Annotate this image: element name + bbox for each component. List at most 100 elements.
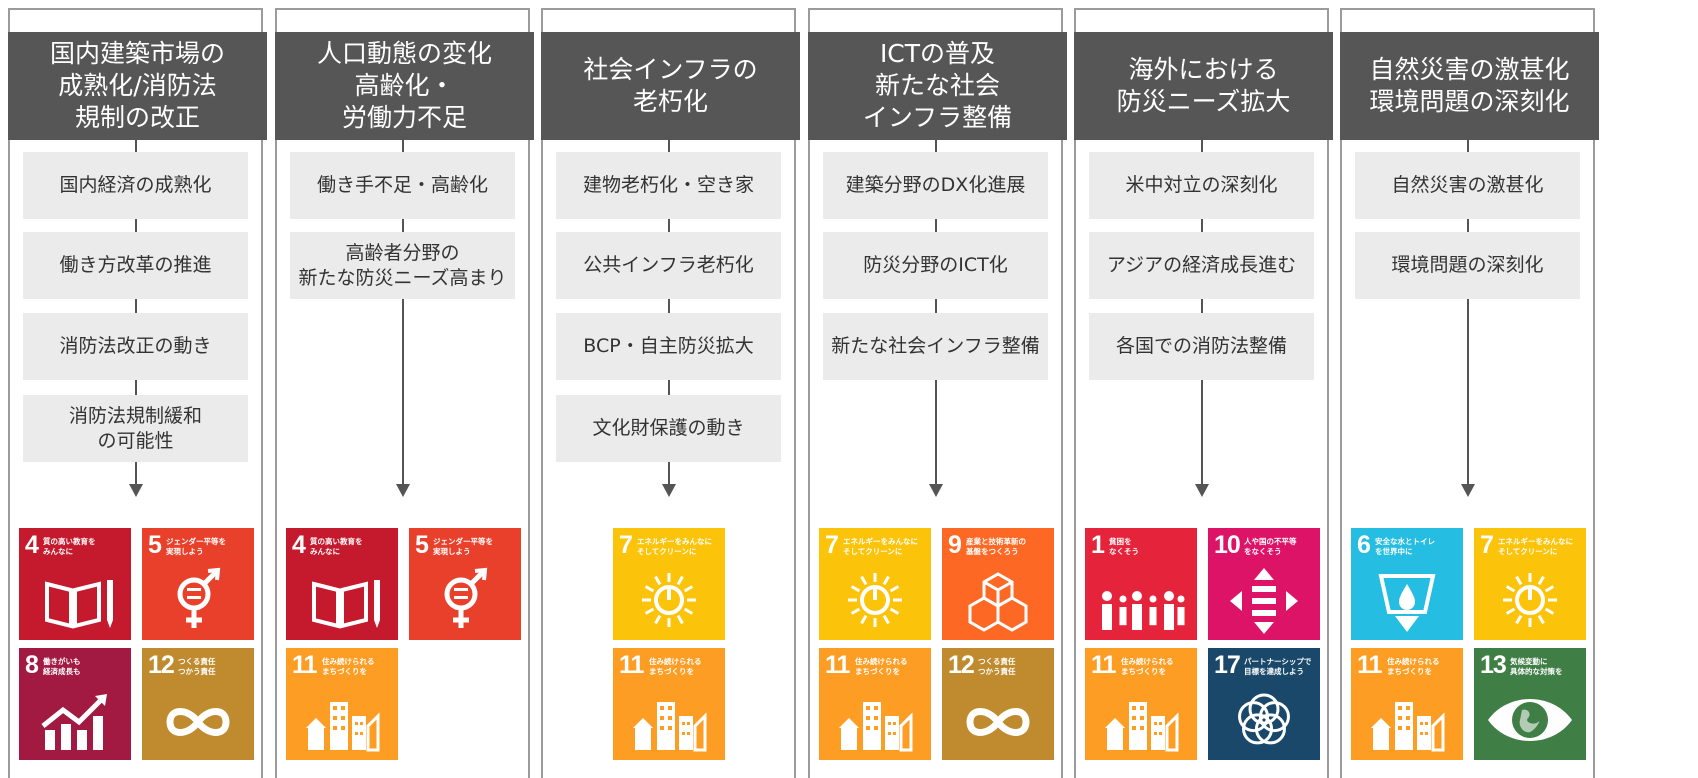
sdg-title: エネルギーをみんなに そしてクリーンに — [843, 537, 918, 556]
sdg-title: 気候変動に 具体的な対策を — [1510, 657, 1563, 676]
sdg-title: つくる責任 つかう責任 — [978, 657, 1016, 676]
sdg-title: 住み続けられる まちづくりを — [1387, 657, 1440, 676]
trend-column: ICTの普及 新たな社会 インフラ整備建築分野のDX化進展防災分野のICT化新た… — [808, 8, 1067, 778]
sdg-number: 11 — [619, 651, 644, 679]
column-header: 人口動態の変化 高齢化・ 労働力不足 — [275, 32, 534, 140]
sdg-number: 6 — [1357, 531, 1371, 559]
arrow-down-icon — [929, 484, 943, 497]
trend-item: 消防法改正の動き — [23, 313, 248, 380]
trend-item: 自然災害の激甚化 — [1355, 152, 1580, 219]
sdg-title: パートナーシップで 目標を達成しよう — [1244, 657, 1312, 676]
trend-item: 国内経済の成熟化 — [23, 152, 248, 219]
arrow-down-icon — [396, 484, 410, 497]
trend-column: 国内建築市場の 成熟化/消防法 規制の改正国内経済の成熟化働き方改革の推進消防法… — [8, 8, 267, 778]
connector-line — [402, 140, 404, 484]
sdg-number: 11 — [825, 651, 850, 679]
column-header: 国内建築市場の 成熟化/消防法 規制の改正 — [8, 32, 267, 140]
sdg-title: ジェンダー平等を 実現しよう — [166, 537, 226, 556]
sdg-number: 10 — [1214, 531, 1241, 559]
trend-item: 各国での消防法整備 — [1089, 313, 1314, 380]
trend-item: 公共インフラ老朽化 — [556, 232, 781, 299]
trend-item: 働き手不足・高齢化 — [290, 152, 515, 219]
arrow-down-icon — [1195, 484, 1209, 497]
sdg-title: 住み続けられる まちづくりを — [855, 657, 908, 676]
sdg-number: 4 — [25, 531, 39, 559]
arrow-down-icon — [662, 484, 676, 497]
trend-item: アジアの経済成長進む — [1089, 232, 1314, 299]
sdg-title: エネルギーをみんなに そしてクリーンに — [637, 537, 712, 556]
sdg-title: エネルギーをみんなに そしてクリーンに — [1498, 537, 1573, 556]
trend-item: 建築分野のDX化進展 — [823, 152, 1048, 219]
sdg-number: 5 — [148, 531, 162, 559]
column-header: 海外における 防災ニーズ拡大 — [1074, 32, 1333, 140]
sdg-title: 産業と技術革新の 基盤をつくろう — [966, 537, 1026, 556]
trend-column: 人口動態の変化 高齢化・ 労働力不足働き手不足・高齢化高齢者分野の 新たな防災ニ… — [275, 8, 534, 778]
trend-item: 働き方改革の推進 — [23, 232, 248, 299]
sdg-number: 17 — [1214, 651, 1241, 679]
trend-item: 環境問題の深刻化 — [1355, 232, 1580, 299]
sdg-title: 人や国の不平等 をなくそう — [1244, 537, 1297, 556]
trend-item: 建物老朽化・空き家 — [556, 152, 781, 219]
sdg-number: 8 — [25, 651, 39, 679]
sdg-goal-11-tile: 11 住み続けられる まちづくりを — [613, 648, 725, 760]
trend-item: 新たな社会インフラ整備 — [823, 313, 1048, 380]
sdg-number: 7 — [825, 531, 839, 559]
sdg-title: 安全な水とトイレ を世界中に — [1375, 537, 1435, 556]
trend-item: 高齢者分野の 新たな防災ニーズ高まり — [290, 232, 515, 299]
trend-item: 米中対立の深刻化 — [1089, 152, 1314, 219]
sdg-title: 住み続けられる まちづくりを — [322, 657, 375, 676]
sdg-title: 質の高い教育を みんなに — [310, 537, 363, 556]
column-header: 自然災害の激甚化 環境問題の深刻化 — [1340, 32, 1599, 140]
trend-item: 消防法規制緩和 の可能性 — [23, 395, 248, 462]
arrow-down-icon — [129, 484, 143, 497]
sdg-number: 7 — [1480, 531, 1494, 559]
sdg-title: ジェンダー平等を 実現しよう — [433, 537, 493, 556]
sdg-title: 質の高い教育を みんなに — [43, 537, 96, 556]
sdg-title: 働きがいも 経済成長も — [43, 657, 81, 676]
sdg-title: 住み続けられる まちづくりを — [1121, 657, 1174, 676]
sdg-number: 5 — [415, 531, 429, 559]
sdg-number: 7 — [619, 531, 633, 559]
sdg-title: つくる責任 つかう責任 — [178, 657, 216, 676]
sdg-number: 11 — [292, 651, 317, 679]
sdg-number: 11 — [1357, 651, 1382, 679]
trend-item: 防災分野のICT化 — [823, 232, 1048, 299]
sdg-goal-11-tile: 11 住み続けられる まちづくりを — [286, 648, 398, 760]
connector-line — [1467, 140, 1469, 484]
sdg-goal-11-tile: 11 住み続けられる まちづくりを — [819, 648, 931, 760]
sdg-number: 9 — [948, 531, 962, 559]
sdg-number: 12 — [148, 651, 175, 679]
sdg-number: 12 — [948, 651, 975, 679]
connector-line — [935, 140, 937, 484]
sdg-number: 13 — [1480, 651, 1507, 679]
connector-line — [1201, 140, 1203, 484]
trend-column: 海外における 防災ニーズ拡大米中対立の深刻化アジアの経済成長進む各国での消防法整… — [1074, 8, 1333, 778]
arrow-down-icon — [1461, 484, 1475, 497]
column-header: 社会インフラの 老朽化 — [541, 32, 800, 140]
sdg-number: 11 — [1091, 651, 1116, 679]
sdg-goal-11-tile: 11 住み続けられる まちづくりを — [1085, 648, 1197, 760]
sdg-goal-11-tile: 11 住み続けられる まちづくりを — [1351, 648, 1463, 760]
trend-item: 文化財保護の動き — [556, 395, 781, 462]
sdg-number: 4 — [292, 531, 306, 559]
sdg-number: 1 — [1091, 531, 1105, 559]
sdg-title: 住み続けられる まちづくりを — [649, 657, 702, 676]
